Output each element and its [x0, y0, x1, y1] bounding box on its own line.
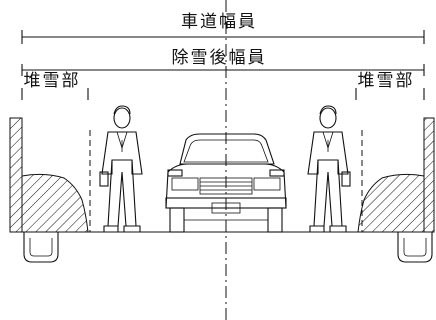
cleared-width-dimension [21, 64, 425, 76]
road-width-dimension [21, 30, 425, 44]
left-gutter [23, 232, 59, 263]
left-snow-pile [9, 117, 89, 233]
right-gutter [397, 232, 433, 263]
cleared-width-label: 除雪後幅員 [172, 48, 267, 68]
road-width-label: 車道幅員 [181, 12, 257, 32]
right-snow-pile [357, 117, 435, 233]
car [165, 133, 287, 233]
snow-storage-left-dimension [21, 88, 89, 100]
snow-storage-right-dimension [355, 88, 425, 100]
snow-storage-left-label: 堆雪部 [24, 71, 81, 91]
person-right [307, 105, 351, 233]
person-left [99, 105, 143, 233]
snow-storage-right-label: 堆雪部 [358, 71, 415, 91]
